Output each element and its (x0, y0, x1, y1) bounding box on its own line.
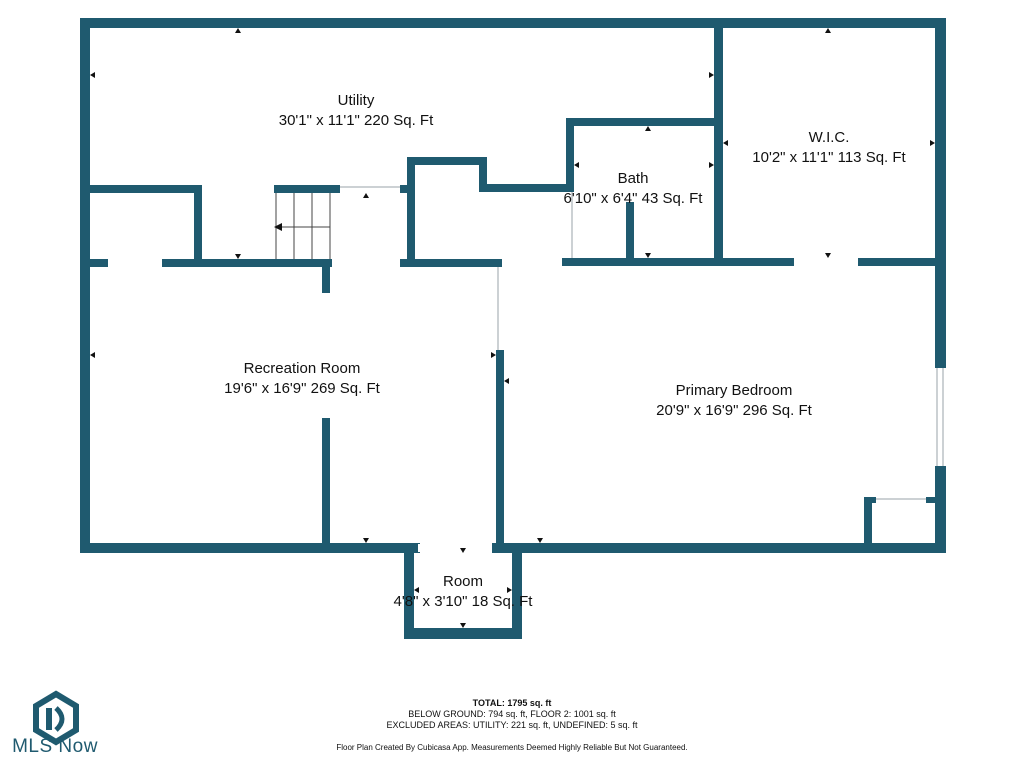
room-wall-right (512, 543, 522, 639)
room-dims: 6'10" x 6'4" 43 Sq. Ft (563, 190, 703, 207)
divider-wall-lower (496, 350, 504, 544)
room-label-utility: Utility 30'1" x 11'1" 220 Sq. Ft (279, 91, 434, 131)
rec-wall-top-a (90, 259, 108, 267)
closet-wall-mid (479, 184, 574, 192)
room-name: Bath (617, 170, 649, 187)
wic-wall-left (714, 28, 723, 266)
stairs (274, 193, 331, 259)
closet-wall-right (479, 157, 487, 191)
rec-wall-top-c (400, 259, 502, 267)
rec-inner-wall (322, 418, 330, 544)
divider-wall-upper (496, 259, 502, 267)
room-name: Recreation Room (243, 360, 361, 377)
area-summary: TOTAL: 1795 sq. ft BELOW GROUND: 794 sq.… (0, 698, 1024, 731)
room-name: W.I.C. (808, 129, 850, 146)
room-label-wic: W.I.C. 10'2" x 11'1" 113 Sq. Ft (752, 128, 905, 168)
room-dims: 20'9" x 16'9" 296 Sq. Ft (656, 402, 812, 419)
below-ground-area: BELOW GROUND: 794 sq. ft, FLOOR 2: 1001 … (408, 709, 616, 719)
alcove-wall-right (194, 185, 202, 266)
outer-wall-bottom-right (492, 543, 946, 553)
room-dims: 30'1" x 11'1" 220 Sq. Ft (278, 112, 434, 129)
bath-inner-wall (626, 202, 634, 262)
mls-now-logo-icon (33, 690, 79, 746)
room-label-recreation: Recreation Room 19'6" x 16'9" 269 Sq. Ft (224, 359, 380, 399)
room-dims: 10'2" x 11'1" 113 Sq. Ft (752, 149, 906, 166)
outer-wall-top (80, 18, 946, 28)
outer-wall-bottom-left (80, 543, 420, 553)
room-dims: 4'8" x 3'10" 18 Sq. Ft (393, 593, 533, 610)
alcove-wall-top (90, 185, 202, 193)
closet-wall-top (407, 157, 487, 165)
closet-wall-left (407, 157, 415, 267)
window-right (934, 368, 947, 466)
bedroom-wall-top (562, 258, 935, 266)
total-area: TOTAL: 1795 sq. ft (472, 698, 552, 708)
corner-wall-top-r (926, 497, 936, 503)
room-label-room: Room 4'8" x 3'10" 18 Sq. Ft (394, 572, 533, 612)
room-name: Primary Bedroom (675, 382, 793, 399)
room-dims: 19'6" x 16'9" 269 Sq. Ft (224, 380, 380, 397)
room-wall-left (404, 543, 414, 639)
room-name: Room (442, 573, 483, 590)
stair-wall-post (322, 259, 330, 293)
room-label-bath: Bath 6'10" x 6'4" 43 Sq. Ft (564, 169, 703, 209)
excluded-areas: EXCLUDED AREAS: UTILITY: 221 sq. ft, UND… (386, 720, 638, 730)
logo-text: MLS Now (12, 736, 98, 757)
dimension-ticks (90, 28, 935, 628)
bath-wall-top (566, 118, 716, 126)
rec-wall-top-b (162, 259, 332, 267)
room-opening (418, 544, 490, 552)
room-label-primary-bedroom: Primary Bedroom 20'9" x 16'9" 296 Sq. Ft (656, 381, 812, 421)
disclaimer: Floor Plan Created By Cubicasa App. Meas… (336, 743, 688, 752)
outer-wall-left (80, 18, 90, 553)
wic-door (794, 257, 858, 267)
room-name: Utility (337, 92, 375, 109)
corner-wall-left (864, 497, 872, 545)
stair-wall-top (274, 185, 340, 193)
room-wall-bottom (404, 628, 522, 639)
stair-wall-right (400, 185, 408, 193)
bath-wall-left (566, 118, 574, 192)
outer-wall-right (935, 18, 946, 553)
